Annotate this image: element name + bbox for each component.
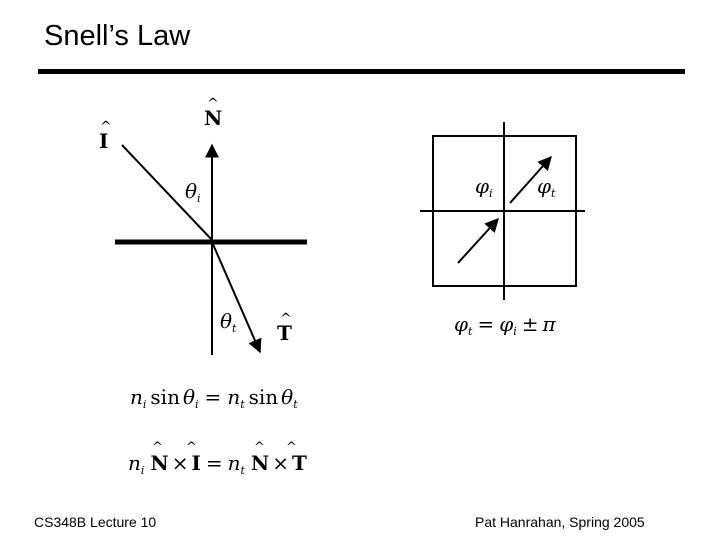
transmitted-hat: ^ (280, 311, 292, 327)
footer-course: CS348B Lecture 10 (34, 514, 157, 530)
phi-i-label: φi (475, 174, 493, 200)
theta-t-label: θt (220, 309, 237, 335)
normal-hat: ^ (207, 96, 219, 112)
footer-author: Pat Hanrahan, Spring 2005 (475, 514, 645, 530)
transmitted-label: T (277, 321, 292, 345)
refraction-diagram: N ^ I ^ T ^ θi θt (99, 96, 307, 355)
azimuth-incident-arrow (457, 217, 499, 264)
svg-text:^: ^ (286, 440, 297, 455)
svg-text:^: ^ (186, 440, 197, 455)
transmitted-ray (211, 241, 262, 354)
azimuth-transmitted-arrow (509, 155, 552, 204)
phi-t-label: φt (537, 174, 556, 200)
normal-label: N (204, 106, 222, 130)
svg-text:^: ^ (254, 440, 265, 455)
incident-hat: ^ (100, 119, 112, 135)
azimuth-diagram: φi φt φt=φi±π (420, 122, 585, 338)
vector-equation-hats: ^ ^ ^ ^ (152, 440, 297, 455)
incident-ray (121, 144, 213, 241)
theta-i-label: θi (185, 179, 201, 205)
title-rule (38, 69, 685, 74)
incident-label: I (99, 129, 108, 153)
svg-text:^: ^ (152, 440, 163, 455)
slide-title: Snell’s Law (44, 20, 191, 52)
phi-relation: φt=φi±π (454, 312, 557, 338)
